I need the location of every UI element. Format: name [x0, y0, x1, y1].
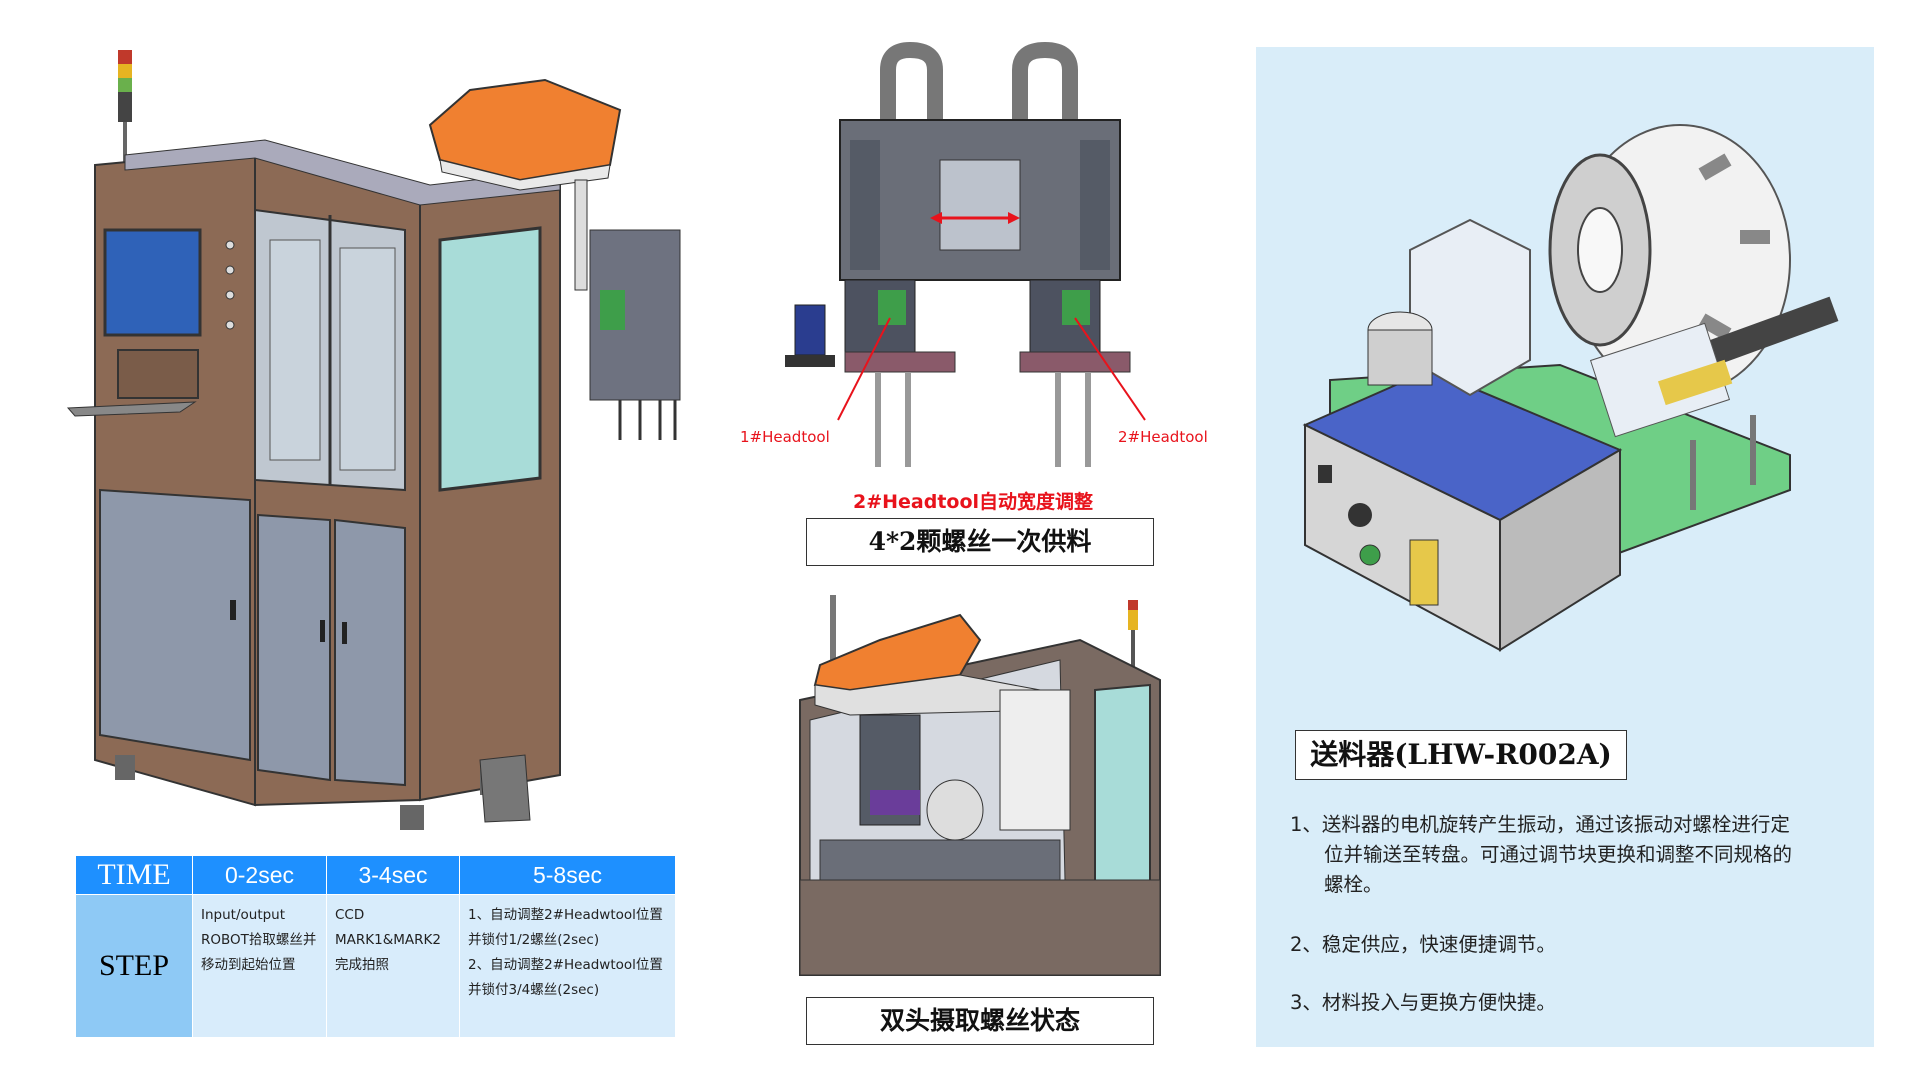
- signal-tower-icon: [118, 50, 132, 162]
- dual-head-machine-illustration: [799, 595, 1161, 976]
- note-line: 3、材料投入与更换方便快捷。: [1290, 991, 1556, 1014]
- step-label: STEP: [75, 894, 193, 1038]
- note-line: 螺栓。: [1324, 873, 1383, 896]
- headtool-adjust-label: 2#Headtool自动宽度调整: [853, 491, 1094, 513]
- feeder-note: 3、材料投入与更换方便快捷。: [1290, 988, 1870, 1018]
- note-line: 位并输送至转盘。可通过调节块更换和调整不同规格的: [1324, 843, 1793, 866]
- timeline-table: TIME 0-2sec 3-4sec 5-8sec STEP Input/out…: [75, 855, 676, 1038]
- step-line: 并锁付1/2螺丝(2sec): [468, 932, 600, 948]
- headtool-1-label: 1#Headtool: [740, 428, 830, 446]
- column-header: 0-2sec: [192, 855, 327, 895]
- headtool-diagram: [785, 41, 1146, 467]
- step-line: 移动到起始位置: [201, 957, 296, 973]
- feeder-title: 送料器(LHW-R002A): [1295, 730, 1627, 780]
- step-cell: Input/output ROBOT拾取螺丝并 移动到起始位置: [192, 894, 327, 1038]
- note-line: 2、稳定供应，快速便捷调节。: [1290, 933, 1556, 956]
- feeder-note: 1、送料器的电机旋转产生振动，通过该振动对螺栓进行定 位并输送至转盘。可通过调节…: [1290, 810, 1870, 900]
- supply-caption: 4*2颗螺丝一次供料: [806, 518, 1154, 566]
- step-line: 完成拍照: [335, 957, 389, 973]
- machine-cabinet-illustration: [66, 50, 681, 830]
- feeder-illustration: [1302, 124, 1839, 652]
- time-header: TIME: [75, 855, 193, 895]
- headtool-2-label: 2#Headtool: [1118, 428, 1208, 446]
- step-line: 2、自动调整2#Headwtool位置: [468, 957, 663, 973]
- column-header: 5-8sec: [459, 855, 676, 895]
- step-line: 并锁付3/4螺丝(2sec): [468, 982, 600, 998]
- step-line: ROBOT拾取螺丝并: [201, 932, 317, 948]
- step-cell: CCD MARK1&MARK2 完成拍照: [326, 894, 460, 1038]
- step-line: CCD: [335, 907, 365, 923]
- step-line: 1、自动调整2#Headwtool位置: [468, 907, 663, 923]
- step-line: MARK1&MARK2: [335, 932, 441, 948]
- column-header: 3-4sec: [326, 855, 460, 895]
- step-cell: 1、自动调整2#Headwtool位置 并锁付1/2螺丝(2sec) 2、自动调…: [459, 894, 676, 1038]
- dual-head-caption: 双头摄取螺丝状态: [806, 997, 1154, 1045]
- step-line: Input/output: [201, 907, 286, 923]
- feeder-note: 2、稳定供应，快速便捷调节。: [1290, 930, 1870, 960]
- note-line: 1、送料器的电机旋转产生振动，通过该振动对螺栓进行定: [1290, 813, 1790, 836]
